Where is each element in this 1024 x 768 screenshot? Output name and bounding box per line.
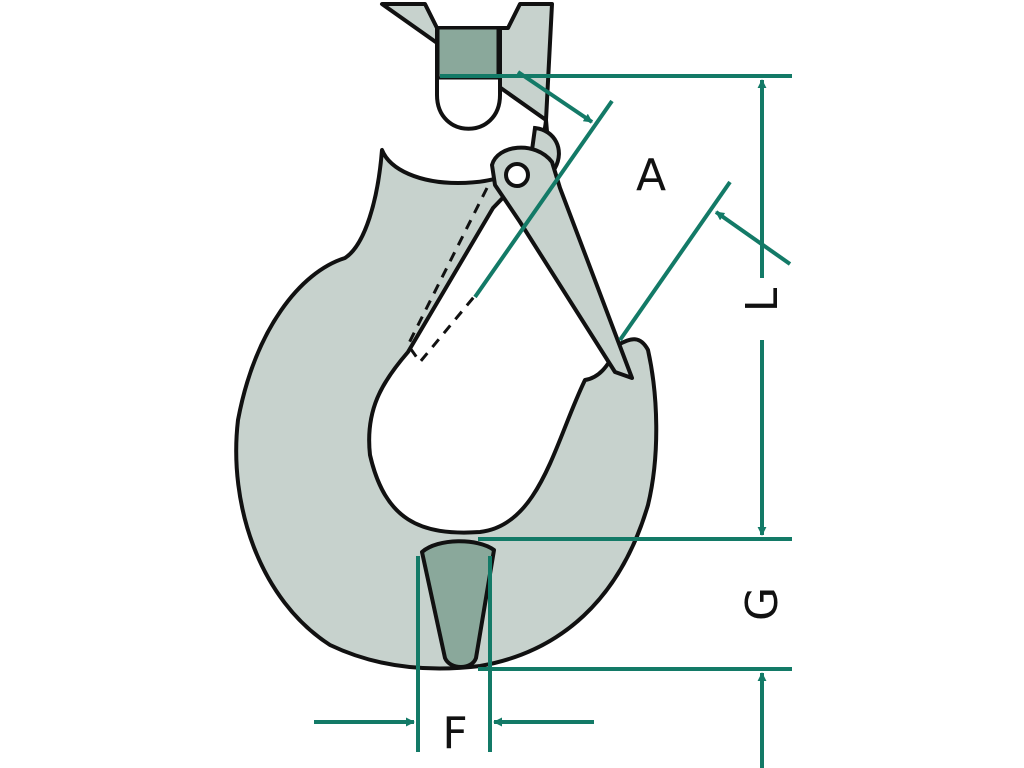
extension-line-a-lower [618,180,732,342]
clevis-pin [436,26,500,80]
hook-insert [420,539,496,669]
label-a: A [636,150,666,201]
dimension-a-arrow-lower [714,210,792,266]
safety-latch [490,145,634,380]
latch-open-position [406,187,489,365]
dimension-a-arrow-upper [516,70,594,124]
label-f: F [442,708,467,759]
latch-pivot [504,162,530,188]
hook-body [234,2,659,671]
hook-shape [234,2,659,671]
extension-line-a-upper [473,99,614,299]
label-g: G [737,587,788,621]
dimensions [314,70,792,768]
label-l: L [737,287,788,312]
